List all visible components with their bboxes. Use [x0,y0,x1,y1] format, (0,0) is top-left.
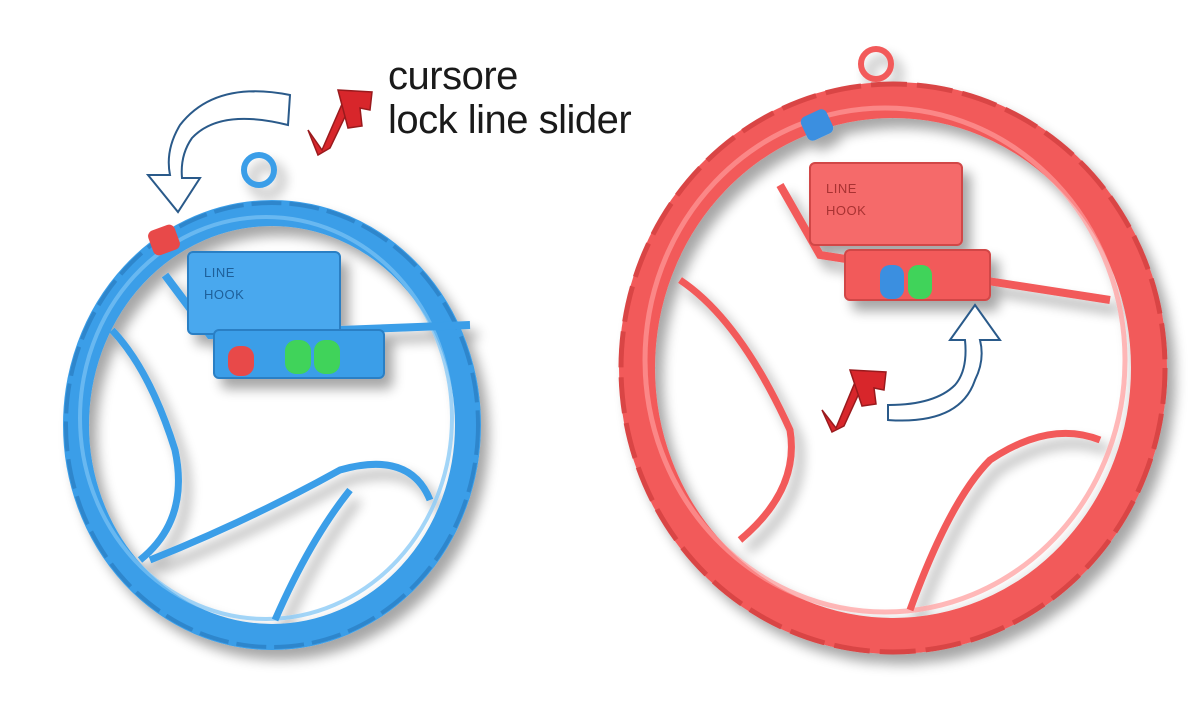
red-spoke-bottom [906,429,1102,612]
caption-line-1: cursore [388,54,518,98]
blue-line-winder [63,152,481,650]
blue-spoke-left [109,327,182,563]
red-ring [619,82,1167,654]
red-cursor [800,109,834,141]
blue-hanging-loop [241,152,277,188]
slider-part-icon [307,89,373,157]
red-green-button [908,265,932,299]
blue-cursor [148,224,180,256]
red-label-hook: HOOK [826,203,867,218]
red-blue-button [880,265,904,299]
red-line-winder [618,46,1168,655]
red-spoke-left [678,277,795,543]
rotate-ccw-arrow-icon [145,90,292,214]
blue-label-hook: HOOK [204,287,245,302]
red-label-line: LINE [826,181,857,196]
blue-green-button-1 [285,340,311,374]
slider-part-icon-2 [821,369,887,434]
blue-ring [63,200,481,650]
red-label-plate [809,162,963,246]
blue-spoke-bottom [148,460,434,564]
caption: cursore lock line slider [388,54,632,142]
rotate-cw-arrow-icon [887,303,1002,422]
red-hanging-loop [858,46,894,82]
blue-green-button-2 [314,340,340,374]
blue-red-button [228,346,254,376]
blue-label-line: LINE [204,265,235,280]
caption-line-2: lock line slider [388,98,632,142]
